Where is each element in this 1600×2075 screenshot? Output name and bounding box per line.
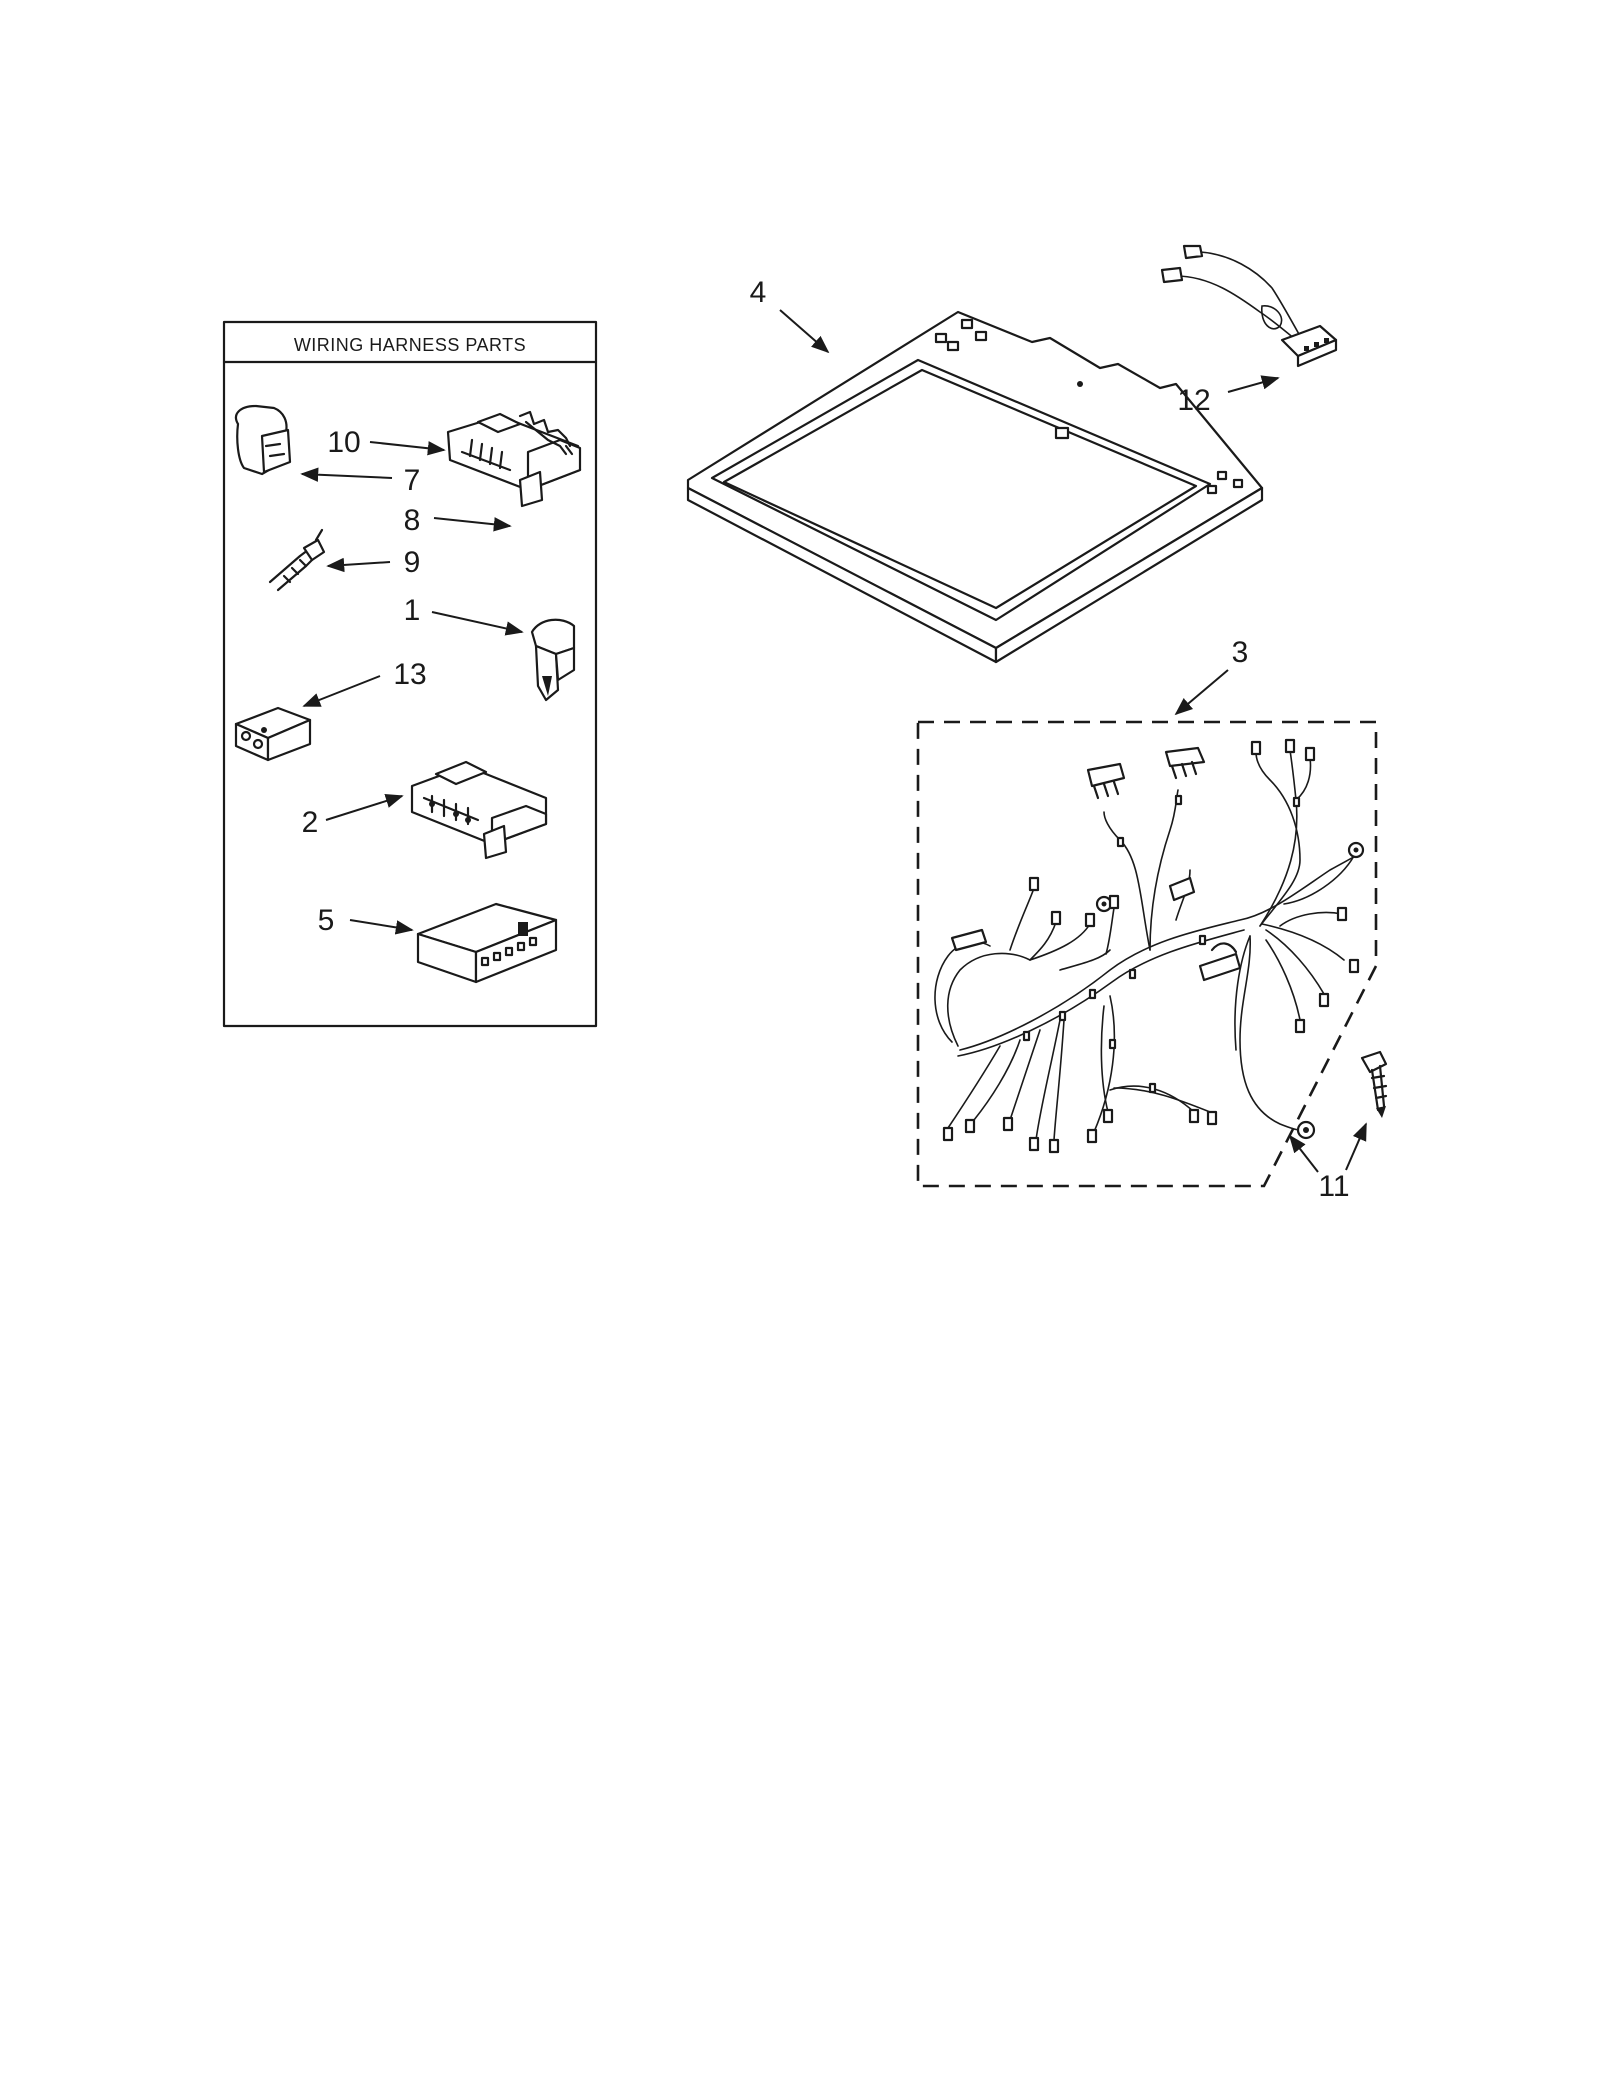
part-2-connector-block-icon bbox=[410, 760, 548, 860]
callout-11-leader-ring bbox=[1288, 1134, 1319, 1173]
callout-2-leader bbox=[325, 794, 404, 821]
wire-markers bbox=[1022, 794, 1301, 1094]
part-11-screw-icon bbox=[1360, 1050, 1388, 1118]
callout-4: 4 bbox=[750, 276, 767, 309]
part-9-tie-strap-icon bbox=[268, 528, 326, 592]
callout-10-leader bbox=[369, 441, 446, 456]
part-1-clip-icon bbox=[530, 618, 576, 702]
callout-5-leader bbox=[349, 919, 414, 935]
part-4-top-panel-icon bbox=[686, 310, 1264, 664]
callout-1-leader bbox=[431, 611, 524, 636]
callout-10: 10 bbox=[327, 426, 360, 459]
harness-connector-icon bbox=[1164, 746, 1206, 768]
panel-title: WIRING HARNESS PARTS bbox=[294, 335, 526, 355]
callout-12-leader bbox=[1227, 375, 1280, 393]
callout-11-leader-screw bbox=[1345, 1122, 1367, 1171]
wiring-harness-parts-panel: WIRING HARNESS PARTS bbox=[222, 320, 598, 1028]
callout-8-leader bbox=[433, 517, 512, 532]
harness-connector-icon bbox=[1086, 762, 1126, 788]
callout-3-leader bbox=[1174, 669, 1229, 716]
callout-8: 8 bbox=[404, 504, 421, 537]
callout-13-leader bbox=[302, 675, 381, 707]
harness-dashed-boundary bbox=[916, 720, 1378, 1188]
spade-terminals bbox=[942, 738, 1360, 1154]
callout-7-leader bbox=[300, 467, 393, 482]
part-12-sub-harness-icon bbox=[1160, 244, 1338, 368]
callout-2: 2 bbox=[302, 806, 319, 839]
callout-13: 13 bbox=[393, 658, 426, 691]
callout-7: 7 bbox=[404, 464, 421, 497]
callout-11: 11 bbox=[1318, 1170, 1349, 1203]
part-13-small-connector-icon bbox=[234, 706, 312, 762]
part-3-main-harness-icon bbox=[916, 720, 1378, 1188]
part-7-connector-cap-icon bbox=[234, 404, 292, 476]
part-8-terminal-icon bbox=[518, 410, 574, 456]
callout-3: 3 bbox=[1232, 636, 1249, 669]
callout-9-leader bbox=[326, 557, 391, 573]
callout-5: 5 bbox=[318, 904, 335, 937]
callout-4-leader bbox=[779, 309, 830, 354]
callout-9: 9 bbox=[404, 546, 421, 579]
part-10-connector-block-icon bbox=[446, 412, 582, 508]
harness-connector-icon bbox=[950, 928, 988, 952]
harness-connector-icon bbox=[1168, 876, 1196, 902]
part-5-housing-icon bbox=[416, 902, 558, 984]
callout-12: 12 bbox=[1177, 384, 1210, 417]
callout-1: 1 bbox=[404, 594, 421, 627]
harness-connector-icon bbox=[1198, 952, 1242, 982]
